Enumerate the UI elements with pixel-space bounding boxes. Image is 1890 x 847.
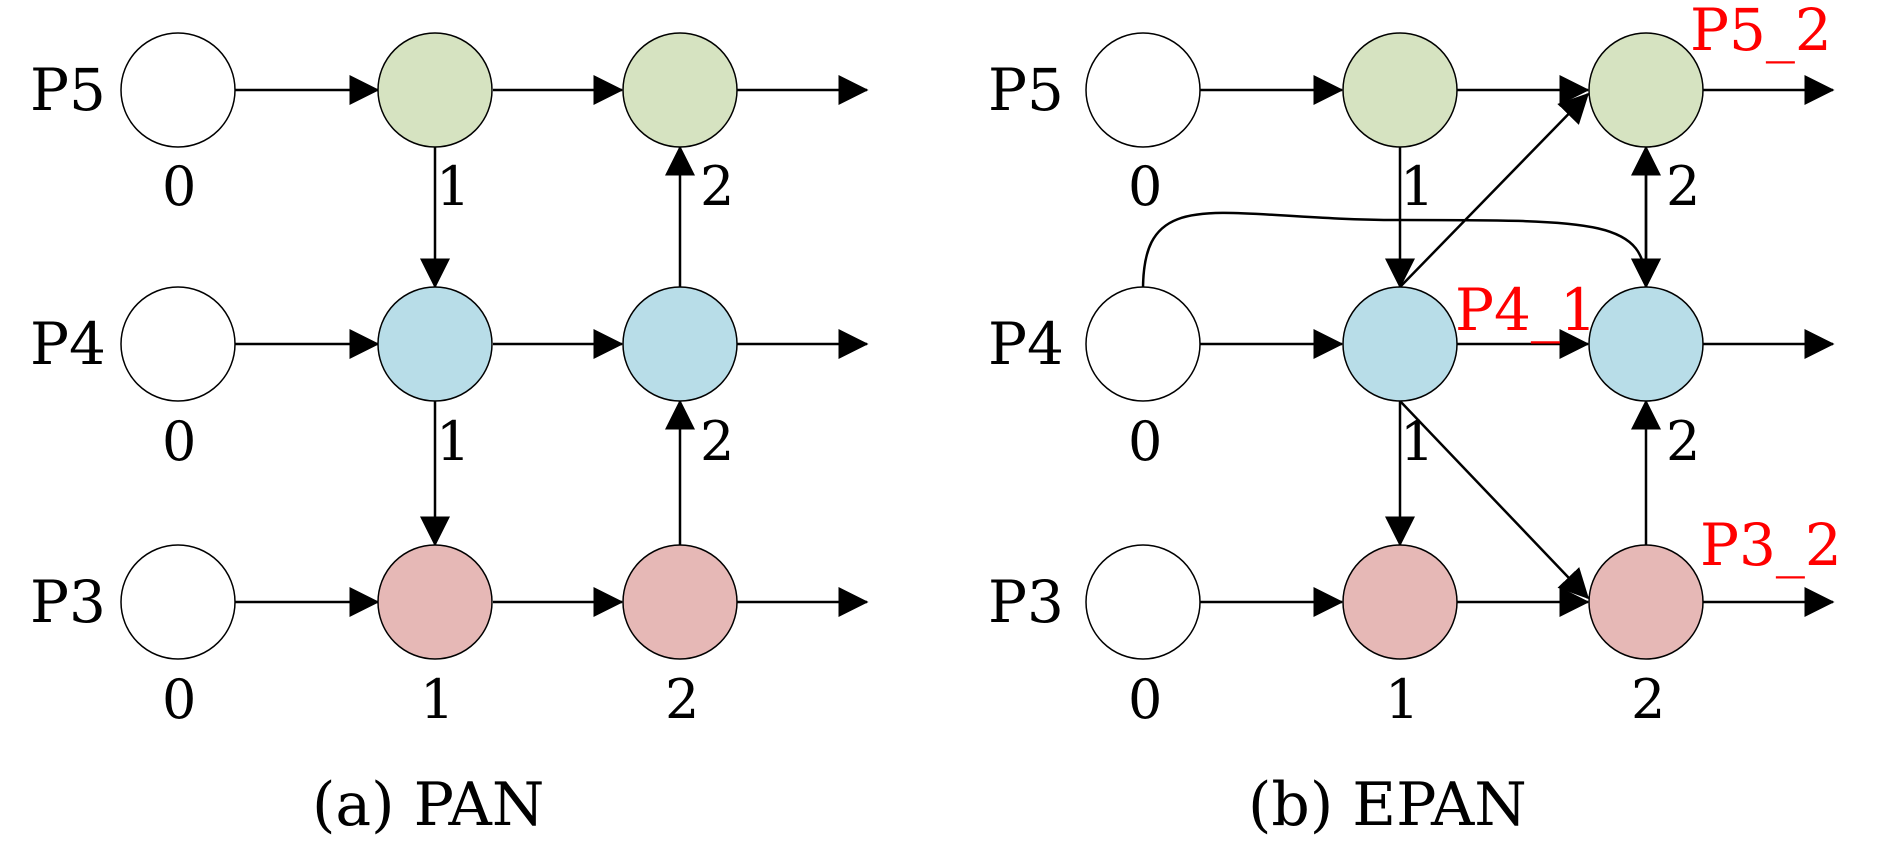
epan-node-p3-2: [1588, 544, 1704, 660]
pan-edges: [235, 75, 869, 617]
pan-row-label-p3: P3: [30, 568, 106, 636]
pan-caption: (a) PAN: [312, 770, 544, 840]
pan-col-label: 0: [162, 668, 196, 731]
pan-node-p5-2: [622, 32, 738, 148]
pan-col-label: 2: [700, 155, 734, 218]
epan-annotation-p3-2: P3_2: [1700, 511, 1842, 579]
epan-col-label: 0: [1128, 155, 1162, 218]
epan-col-label: 0: [1128, 410, 1162, 473]
epan-col-label: 1: [1400, 155, 1434, 218]
epan-edge-skip-p4-0-to-p4-2: [1141, 211, 1661, 291]
pan-node-p3-0: [120, 544, 236, 660]
epan-col-label: 2: [1631, 668, 1665, 731]
epan-caption: (b) EPAN: [1248, 770, 1527, 840]
epan-node-p3-1: [1342, 544, 1458, 660]
epan-col-label: 2: [1666, 410, 1700, 473]
pan-col-label: 0: [162, 410, 196, 473]
pan-nodes: [120, 32, 738, 660]
pan-node-p5-1: [377, 32, 493, 148]
epan-node-p5-2: [1588, 32, 1704, 148]
epan-annotation-p5-2: P5_2: [1690, 0, 1832, 64]
epan-node-p4-0: [1085, 286, 1201, 402]
pan-node-p5-0: [120, 32, 236, 148]
epan-row-label-p3: P3: [988, 568, 1064, 636]
epan-col-label: 2: [1666, 155, 1700, 218]
epan-node-p5-0: [1085, 32, 1201, 148]
epan-col-label: 1: [1385, 668, 1419, 731]
pan-node-p4-1: [377, 286, 493, 402]
pan-row-label-p5: P5: [30, 56, 106, 124]
pan-node-p4-0: [120, 286, 236, 402]
epan-node-p4-1: [1342, 286, 1458, 402]
pan-node-p4-2: [622, 286, 738, 402]
epan-edges: [1141, 75, 1835, 617]
epan-col-label: 1: [1400, 410, 1434, 473]
epan-row-label-p5: P5: [988, 56, 1064, 124]
panel-epan: P5 P4 P3 0 1 2 0 1 2 0 1 2 P5_2 P4_1 P3_…: [988, 0, 1842, 840]
epan-edge-diag-p4-p5: [1399, 92, 1590, 288]
pan-col-label: 1: [436, 410, 470, 473]
epan-node-p4-2: [1588, 286, 1704, 402]
pan-node-p3-2: [622, 544, 738, 660]
pan-col-label: 2: [700, 410, 734, 473]
epan-node-p5-1: [1342, 32, 1458, 148]
epan-annotation-p4-1: P4_1: [1455, 276, 1597, 344]
epan-nodes: [1085, 32, 1704, 660]
epan-node-p3-0: [1085, 544, 1201, 660]
pan-col-label: 0: [162, 155, 196, 218]
panel-pan: P5 P4 P3 0 1 2 0 1 2 0 1 2 (a) PAN: [30, 32, 869, 840]
pan-node-p3-1: [377, 544, 493, 660]
epan-row-label-p4: P4: [988, 310, 1064, 378]
pan-col-label: 1: [420, 668, 454, 731]
epan-col-label: 0: [1128, 668, 1162, 731]
pan-row-label-p4: P4: [30, 310, 106, 378]
epan-edge-diag-p4-p3: [1399, 400, 1590, 600]
pan-col-label: 1: [436, 155, 470, 218]
pan-col-label: 2: [665, 668, 699, 731]
